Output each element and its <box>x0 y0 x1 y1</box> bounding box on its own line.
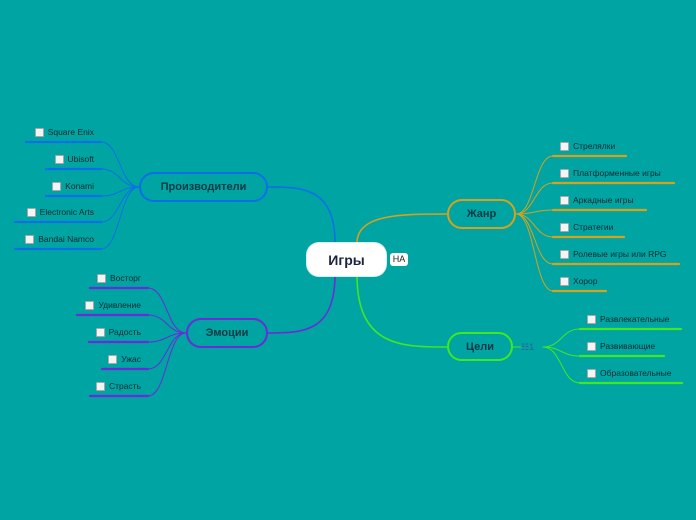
branch-producers[interactable]: Производители <box>139 172 268 202</box>
leaf-goals[interactable]: Развлекательные <box>587 313 670 325</box>
leaf-label: Стратегии <box>573 222 614 232</box>
checkbox-icon[interactable] <box>560 195 569 205</box>
leaf-label: Konami <box>65 181 94 191</box>
connector-line <box>147 287 187 334</box>
leaf-label: Square Enix <box>47 127 94 137</box>
leaf-emotions[interactable]: Восторг <box>97 272 141 284</box>
leaf-genre[interactable]: Стратегии <box>560 221 613 233</box>
leaf-emotions[interactable]: Ужас <box>108 353 141 365</box>
leaf-label: Ролевые игры или RPG <box>573 249 667 259</box>
checkbox-icon[interactable] <box>560 141 569 151</box>
connector-line <box>356 274 448 348</box>
leaf-label: Развивающие <box>600 341 656 351</box>
leaf-genre[interactable]: Хорор <box>560 275 597 287</box>
leaf-label: Electronic Arts <box>39 207 94 217</box>
checkbox-icon[interactable] <box>34 127 44 137</box>
connector-line <box>515 155 554 215</box>
connector-line <box>515 182 554 215</box>
checkbox-icon[interactable] <box>560 249 569 259</box>
checkbox-icon[interactable] <box>95 381 105 391</box>
connector-line <box>542 328 581 348</box>
connector-line <box>100 168 140 188</box>
leaf-goals[interactable]: Развивающие <box>587 340 655 352</box>
checkbox-icon[interactable] <box>54 154 64 164</box>
leaf-label: Платформенные игры <box>573 168 661 178</box>
checkbox-icon[interactable] <box>25 234 35 244</box>
leaf-genre[interactable]: Платформенные игры <box>560 167 661 179</box>
leaf-emotions[interactable]: Страсть <box>95 380 141 392</box>
leaf-label: Развлекательные <box>600 314 670 324</box>
connector-line <box>100 141 140 188</box>
leaf-genre[interactable]: Стрелялки <box>560 140 615 152</box>
connector-line <box>267 186 336 244</box>
leaf-label: Стрелялки <box>573 141 616 151</box>
leaf-genre[interactable]: Ролевые игры или RPG <box>560 248 667 260</box>
checkbox-icon[interactable] <box>560 276 569 286</box>
connector-line <box>267 274 336 334</box>
leaf-goals[interactable]: Образовательные <box>587 367 672 379</box>
branch-genre[interactable]: Жанр <box>447 199 516 229</box>
checkbox-icon[interactable] <box>85 300 95 310</box>
connector-line <box>515 209 554 215</box>
branch-emotions[interactable]: Эмоции <box>186 318 268 348</box>
leaf-producers[interactable]: Electronic Arts <box>26 206 94 218</box>
leaf-label: Аркадные игры <box>573 195 634 205</box>
leaf-producers[interactable]: Square Enix <box>34 126 94 138</box>
task-count-icon: ☷1 <box>521 342 535 352</box>
leaf-label: Радость <box>108 327 141 337</box>
leaf-label: Хорор <box>573 276 598 286</box>
connector-line <box>515 213 554 292</box>
checkbox-icon[interactable] <box>97 273 106 283</box>
leaf-genre[interactable]: Аркадные игры <box>560 194 634 206</box>
branch-goals[interactable]: Цели <box>447 332 513 361</box>
leaf-label: Страсть <box>108 381 141 391</box>
connector-line <box>515 213 554 265</box>
leaf-label: Удивление <box>98 300 141 310</box>
connector-line <box>356 213 448 244</box>
leaf-producers[interactable]: Ubisoft <box>54 153 94 165</box>
connector-line <box>542 346 581 384</box>
checkbox-icon[interactable] <box>560 222 569 232</box>
checkbox-icon[interactable] <box>95 327 105 337</box>
central-badge: НА <box>390 253 408 266</box>
checkbox-icon[interactable] <box>26 207 36 217</box>
checkbox-icon[interactable] <box>560 168 569 178</box>
leaf-label: Восторг <box>110 273 141 283</box>
leaf-label: Ужас <box>121 354 141 364</box>
checkbox-icon[interactable] <box>587 314 596 324</box>
connector-line <box>147 314 187 334</box>
leaf-producers[interactable]: Bandai Namco <box>25 233 94 245</box>
leaf-emotions[interactable]: Удивление <box>85 299 141 311</box>
leaf-producers[interactable]: Konami <box>52 180 94 192</box>
leaf-label: Ubisoft <box>67 154 94 164</box>
leaf-emotions[interactable]: Радость <box>95 326 141 338</box>
connector-line <box>147 332 187 397</box>
leaf-label: Образовательные <box>600 368 672 378</box>
checkbox-icon[interactable] <box>587 368 596 378</box>
connector-line <box>100 186 140 250</box>
checkbox-icon[interactable] <box>587 341 596 351</box>
central-topic[interactable]: Игры <box>307 243 386 276</box>
checkbox-icon[interactable] <box>52 181 62 191</box>
leaf-label: Bandai Namco <box>38 234 94 244</box>
connector-line <box>515 213 554 238</box>
checkbox-icon[interactable] <box>108 354 118 364</box>
